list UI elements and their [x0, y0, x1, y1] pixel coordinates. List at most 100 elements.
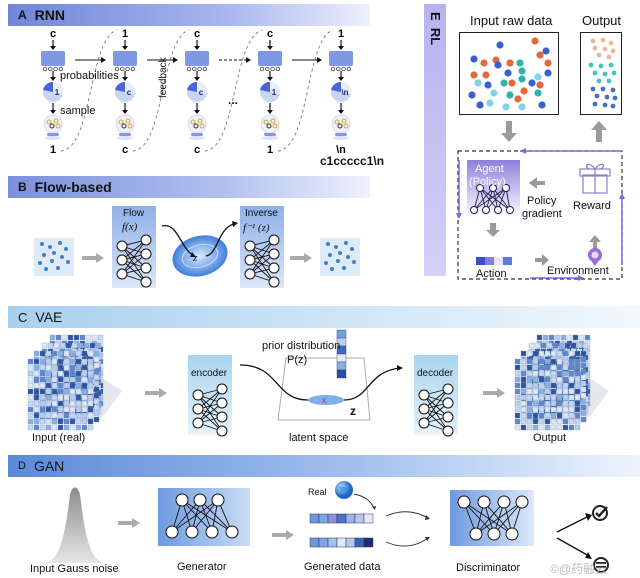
network-node: [140, 276, 152, 288]
latent-space-graphic: x: [239, 329, 403, 448]
rl-data-point: [496, 41, 504, 49]
panel-d-title: GAN: [33, 458, 65, 474]
network-node: [418, 403, 430, 415]
rl-data-point: [490, 89, 498, 97]
data-point: [58, 241, 62, 245]
rnn-input-token: c: [267, 28, 273, 40]
network-node: [515, 495, 529, 509]
gradient-label: gradient: [522, 208, 562, 220]
network-node: [192, 389, 204, 401]
discriminator-label: Discriminator: [456, 562, 521, 574]
decoder-label: decoder: [417, 368, 454, 379]
rl-output-point: [610, 48, 616, 54]
vector-cell: [309, 513, 320, 524]
vector-cell: [336, 513, 347, 524]
feedback-curve: [204, 29, 263, 152]
rl-output-point: [612, 95, 618, 101]
real-data-vector: [309, 513, 374, 524]
agent-policy-label: (Policy): [469, 176, 506, 188]
panel-c-title: VAE: [35, 309, 63, 325]
data-point: [60, 255, 64, 259]
real-label: Real: [308, 487, 327, 497]
network-node: [244, 254, 256, 266]
rl-data-point: [504, 69, 512, 77]
network-node: [457, 495, 471, 509]
env-reward-arrow-icon: [589, 235, 601, 250]
stack-shadow: [585, 375, 609, 423]
pie-label: c: [199, 88, 204, 97]
flow-network-box: [112, 206, 156, 288]
rl-data-point: [486, 99, 494, 107]
rl-output-point: [596, 78, 602, 84]
panel-a-title: RNN: [34, 7, 66, 23]
network-node: [116, 268, 128, 280]
rnn-cell-icon: [329, 51, 353, 66]
action-vector: [476, 257, 512, 265]
vector-cell: [327, 513, 338, 524]
network-node: [442, 411, 454, 423]
gauss-noise-label: Input Gauss noise: [30, 563, 119, 575]
rl-output-point: [602, 102, 608, 108]
network-node: [477, 495, 491, 509]
data-point: [56, 266, 60, 270]
feedback-curve: [277, 29, 334, 152]
network-node: [487, 527, 501, 541]
rl-output-dots: [588, 37, 618, 109]
rl-data-point: [531, 37, 539, 45]
data-point: [66, 260, 70, 264]
rl-output-point: [606, 78, 612, 84]
rl-data-point: [470, 55, 478, 63]
rl-output-point: [604, 94, 610, 100]
data-point: [42, 253, 46, 257]
rl-data-point: [534, 73, 542, 81]
vector-cell: [363, 537, 374, 548]
rl-data-point: [544, 69, 552, 77]
image-layer: [27, 358, 94, 431]
rnn-input-token: c: [50, 28, 56, 40]
agent-action-arrow-icon: [486, 223, 500, 237]
latent-space-label: latent space: [289, 432, 349, 444]
encoder-box: [188, 355, 232, 437]
rl-data-point: [538, 101, 546, 109]
pie-label: c: [127, 88, 132, 97]
network-node: [185, 525, 199, 539]
network-node: [216, 397, 228, 409]
data-point: [324, 261, 328, 265]
rnn-output-token: 1: [267, 144, 273, 156]
rnn-input-token: 1: [122, 28, 128, 40]
panel-d-header: D GAN: [8, 455, 640, 477]
policy-label: Policy: [527, 195, 557, 207]
network-node: [140, 234, 152, 246]
flow-label: Flow: [123, 208, 145, 219]
network-node: [502, 184, 510, 192]
rl-data-point: [494, 61, 502, 69]
stack-shadow: [98, 375, 122, 423]
rnn-cell-icon: [113, 51, 137, 66]
vector-cell: [309, 537, 320, 548]
ellipsis-label: ...: [228, 93, 239, 107]
rl-output-point: [608, 62, 614, 68]
rl-data-point: [518, 103, 526, 111]
vector-cell: [327, 537, 338, 548]
network-node: [140, 248, 152, 260]
rl-data-point: [506, 59, 514, 67]
discriminator-box: [450, 490, 534, 546]
network-node: [116, 254, 128, 266]
inverse-function: f⁻¹ (z): [243, 222, 270, 234]
rl-data-point: [536, 81, 544, 89]
rnn-cell-icon: [258, 51, 282, 66]
panel-a-header: A RNN: [8, 4, 370, 26]
data-point: [64, 247, 68, 251]
data-point: [328, 253, 332, 257]
agent-network-icon: [470, 184, 514, 214]
vae-output-images: [514, 334, 609, 431]
latent-disc: [161, 221, 238, 277]
vector-cell: [345, 537, 356, 548]
network-node: [192, 417, 204, 429]
panel-e-header: E RL: [424, 4, 446, 276]
reward-label: Reward: [573, 200, 611, 212]
image-layer: [514, 358, 581, 431]
environment-icon: [588, 248, 602, 266]
vae-arrow-2-icon: [483, 388, 505, 398]
